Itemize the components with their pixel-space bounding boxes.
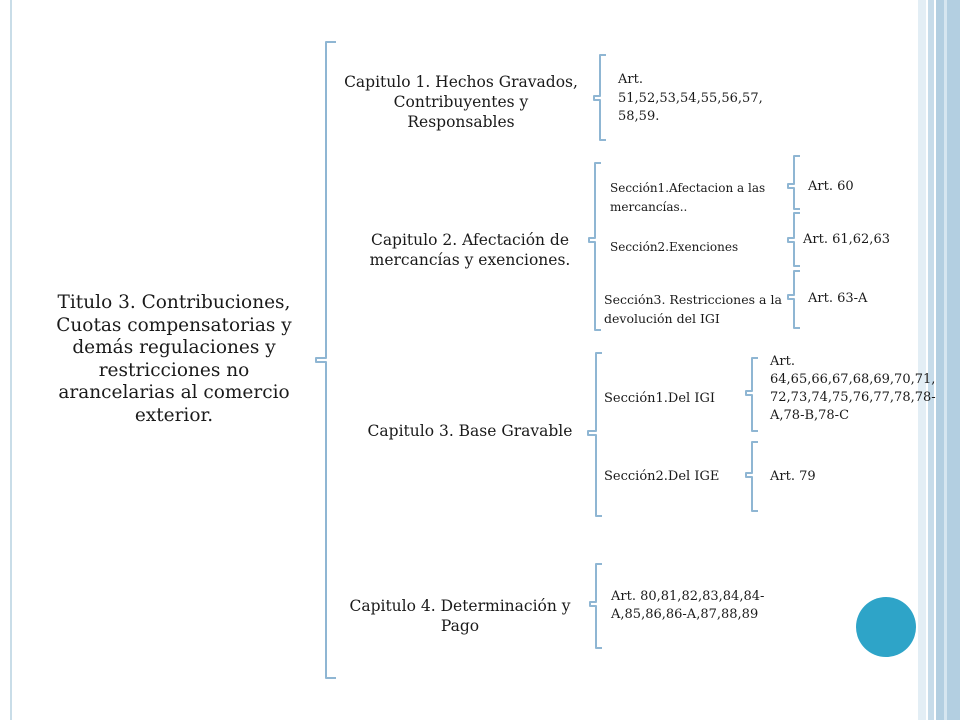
title-block: Titulo 3. Contribuciones, Cuotas compens…	[56, 292, 292, 426]
section-2-3-articles: Art. 63-A	[808, 291, 868, 306]
right-decor-stripe	[936, 0, 960, 720]
right-decor-stripe	[918, 0, 926, 720]
chapter-2-label: Capitulo 2. Afectación de mercancías y e…	[369, 231, 571, 269]
bracket-sec3	[787, 270, 800, 329]
bracket-ch2-sections	[588, 162, 601, 331]
section-2-3-label: Sección3. Restricciones a la devolución …	[604, 292, 782, 326]
bracket-ch1-articles	[593, 54, 606, 141]
accent-circle	[856, 597, 916, 657]
bracket-ige	[745, 441, 758, 512]
chapter-3-label: Capitulo 3. Base Gravable	[367, 422, 573, 440]
bracket-ch3-sections	[587, 352, 602, 517]
section-3-1-articles: Art. 64,65,66,67,68,69,70,71, 72,73,74,7…	[770, 354, 936, 423]
bracket-sec2	[787, 212, 800, 267]
bracket-sec1	[787, 155, 800, 210]
section-3-1-label: Sección1.Del IGI	[604, 391, 715, 406]
left-frame-line	[10, 0, 12, 720]
right-decor-stripe	[928, 0, 934, 720]
chapter-4-label: Capitulo 4. Determinación y Pago	[349, 597, 571, 635]
section-3-2-articles: Art. 79	[770, 469, 816, 484]
section-2-2-articles: Art. 61,62,63	[803, 232, 890, 247]
chapter-4-articles: Art. 80,81,82,83,84,84-A,85,86,86-A,87,8…	[611, 589, 765, 622]
bracket-ch4-articles	[589, 563, 602, 649]
section-2-2-label: Sección2.Exenciones	[610, 240, 739, 254]
chapter-1-articles: Art. 51,52,53,54,55,56,57, 58,59.	[618, 72, 763, 124]
chapter-1-label: Capitulo 1. Hechos Gravados, Contribuyen…	[344, 73, 578, 131]
bracket-main	[315, 41, 336, 679]
right-decor-stripe	[944, 0, 947, 720]
section-3-2-label: Sección2.Del IGE	[604, 469, 720, 484]
section-2-1-articles: Art. 60	[808, 179, 854, 194]
bracket-igi	[745, 357, 758, 432]
section-2-1-label: Sección1.Afectacion a las mercancías..	[610, 181, 766, 214]
